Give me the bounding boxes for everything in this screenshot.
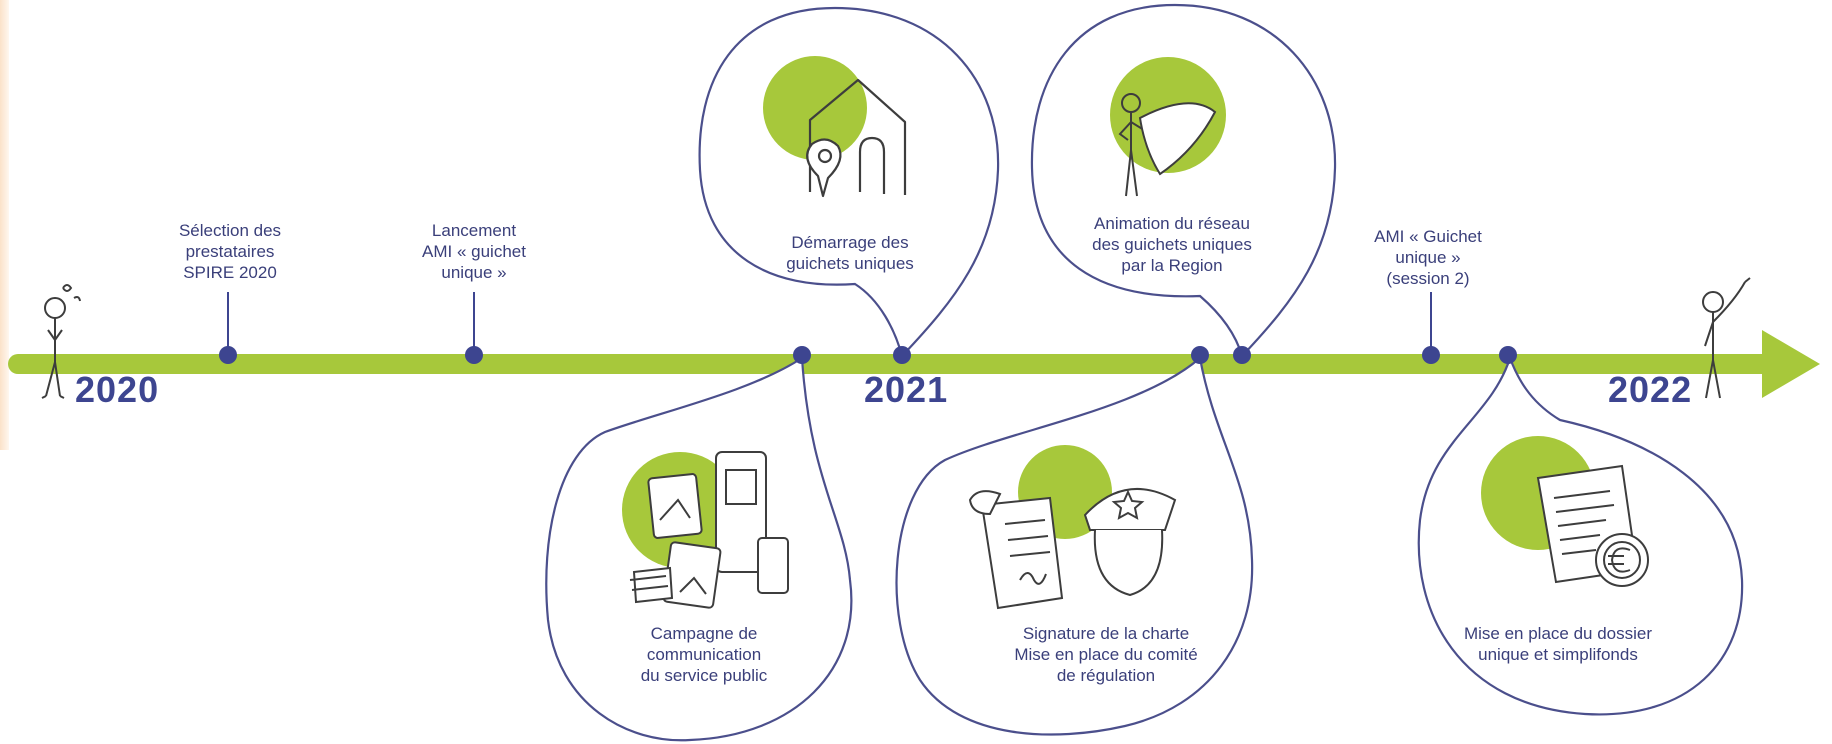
bubble-demarrage	[698, 6, 1000, 359]
event-line: unique »	[1395, 248, 1461, 267]
bubble-label-animation: Animation du réseau des guichets uniques…	[1092, 213, 1252, 276]
bubble-label-dossier: Mise en place du dossier unique et simpl…	[1464, 623, 1652, 665]
stick-figure-end-icon	[1702, 277, 1751, 399]
event-line: unique »	[441, 263, 507, 282]
milestone-dots	[219, 346, 1517, 364]
event-line: SPIRE 2020	[183, 263, 277, 282]
bubble-line: Mise en place du dossier	[1463, 624, 1653, 643]
bubble-line: Signature de la charte	[1022, 624, 1190, 643]
bubble-line: Mise en place du comité	[1014, 645, 1198, 664]
dot-ami-session2	[1422, 346, 1440, 364]
bubble-campagne	[545, 356, 853, 742]
dot-lancement	[465, 346, 483, 364]
bubble-line: de régulation	[1056, 666, 1156, 685]
year-2020: 2020	[75, 369, 160, 410]
event-ami-session-2: AMI « Guichet unique » (session 2)	[1374, 226, 1482, 289]
bubble-line: communication	[646, 645, 762, 664]
bubble-line: Démarrage des	[791, 233, 909, 252]
bubble-label-demarrage: Démarrage des guichets uniques	[786, 232, 914, 274]
event-lancement-ami: Lancement AMI « guichet unique »	[422, 220, 526, 283]
bubble-label-signature: Signature de la charte Mise en place du …	[1014, 623, 1197, 686]
superhero-cape-icon	[1118, 93, 1217, 197]
bubble-line: Campagne de	[650, 624, 758, 643]
event-line: Sélection des	[178, 221, 282, 240]
bubble-line: unique et simplifonds	[1478, 645, 1638, 664]
bubble-line: du service public	[640, 666, 768, 685]
house-map-pin-icon	[806, 78, 907, 198]
dot-signature	[1191, 346, 1209, 364]
event-selection-prestataires: Sélection des prestataires SPIRE 2020	[179, 220, 281, 283]
bubble-line: guichets uniques	[786, 254, 914, 273]
bubble-line: par la Region	[1121, 256, 1223, 275]
timeline-arrow	[8, 330, 1820, 398]
document-euro-icon	[1536, 464, 1649, 587]
left-edge-decoration	[0, 0, 9, 450]
dot-demarrage	[893, 346, 911, 364]
charter-scroll-cap-icon	[968, 488, 1177, 610]
dot-campagne	[793, 346, 811, 364]
event-line: AMI « guichet	[422, 242, 526, 261]
event-line: (session 2)	[1386, 269, 1470, 288]
leader-lines	[227, 292, 1432, 348]
dot-selection	[219, 346, 237, 364]
event-line: AMI « Guichet	[1374, 227, 1482, 246]
bubble-signature	[895, 355, 1254, 736]
communication-media-icon	[629, 451, 789, 609]
year-2021: 2021	[864, 369, 949, 410]
event-line: prestataires	[185, 242, 275, 261]
dot-animation	[1233, 346, 1251, 364]
bubble-line: Animation du réseau	[1094, 214, 1250, 233]
green-disc	[763, 56, 867, 160]
stick-figure-start-icon	[41, 284, 81, 399]
bubble-dossier	[1417, 354, 1744, 716]
event-line: Lancement	[431, 221, 517, 240]
year-2022: 2022	[1608, 369, 1693, 410]
bubble-label-campagne: Campagne de communication du service pub…	[641, 623, 768, 686]
dot-dossier	[1499, 346, 1517, 364]
bubble-animation	[1030, 3, 1337, 359]
bubble-line: des guichets uniques	[1092, 235, 1252, 254]
